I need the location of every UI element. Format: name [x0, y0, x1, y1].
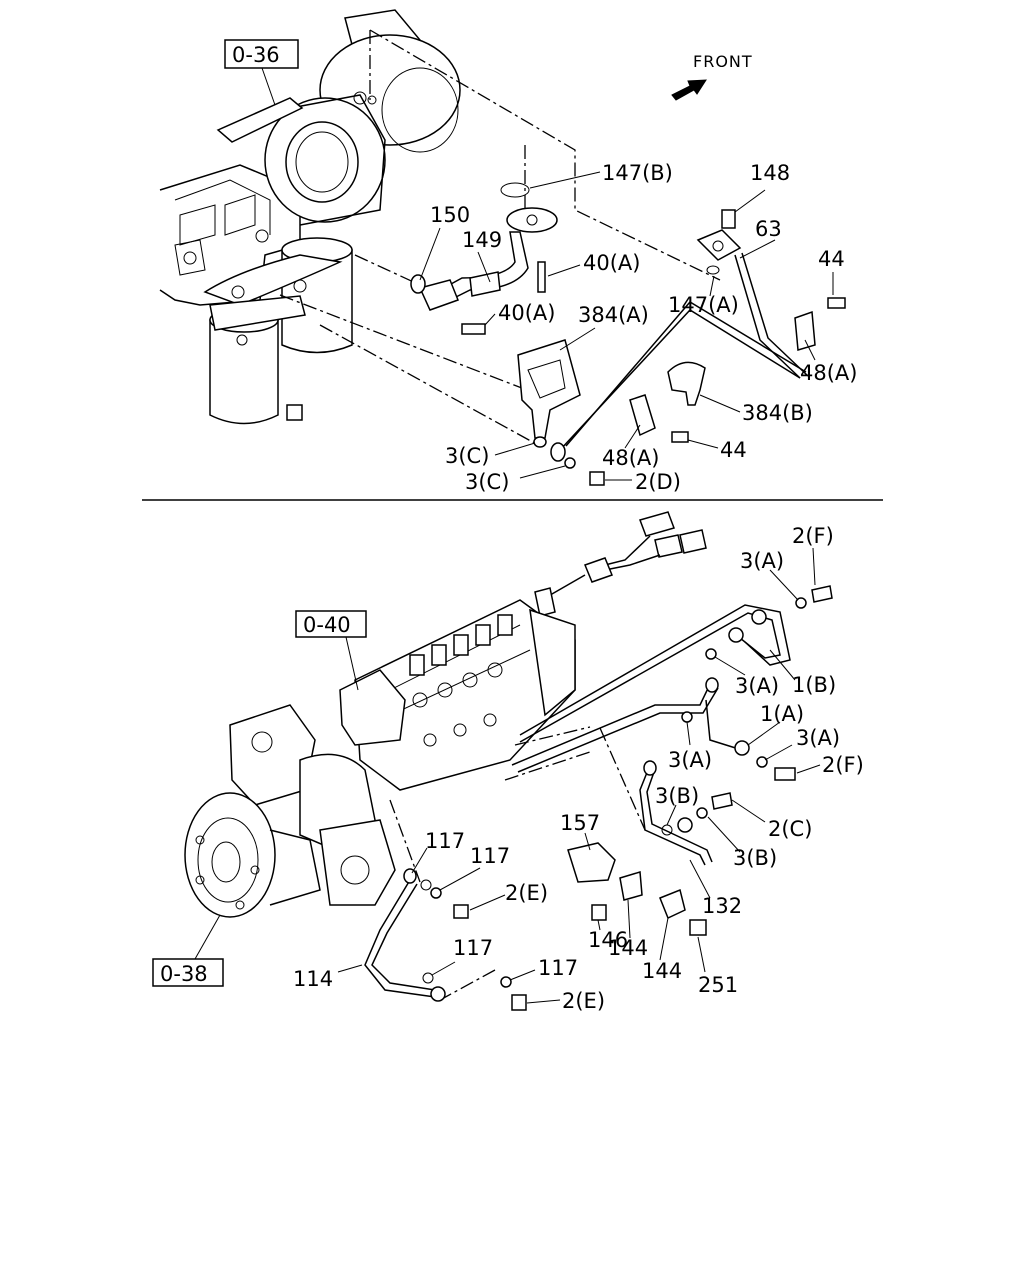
lower-assembly: 0-40 0-38 — [152, 511, 864, 1013]
callout-44-1: 44 — [818, 247, 845, 271]
ref-box-middle[interactable]: 0-40 — [295, 610, 367, 638]
callout-3c-2: 3(C) — [465, 470, 509, 494]
callout-2f-2: 2(F) — [822, 753, 864, 777]
bracket-384a-drawing — [517, 339, 581, 439]
ref-box-top[interactable]: 0-36 — [224, 39, 299, 69]
callout-251: 251 — [698, 973, 738, 997]
callout-40a-1: 40(A) — [583, 251, 640, 275]
callout-44-2: 44 — [720, 438, 747, 462]
pipe-63-drawing — [550, 209, 846, 462]
ref-box-middle-label: 0-40 — [303, 613, 351, 637]
callout-384a: 384(A) — [578, 303, 649, 327]
callout-114: 114 — [293, 967, 333, 991]
callout-2d: 2(D) — [635, 470, 681, 494]
lower-leader-lines — [337, 547, 821, 1004]
callout-3a-2: 3(A) — [735, 674, 779, 698]
bracket-384b-drawing — [667, 361, 706, 406]
callout-149: 149 — [462, 228, 502, 252]
callout-2c: 2(C) — [768, 817, 812, 841]
callout-384b: 384(B) — [742, 401, 813, 425]
injection-pump-drawing — [339, 599, 576, 791]
callout-117-3: 117 — [453, 936, 493, 960]
callout-48a-1: 48(A) — [800, 361, 857, 385]
callout-3a-4: 3(A) — [668, 748, 712, 772]
oil-pipe-149-drawing — [410, 182, 720, 335]
engine-block-drawing — [159, 164, 301, 306]
callout-3b-2: 3(B) — [733, 846, 777, 870]
front-label: FRONT — [693, 52, 753, 71]
callout-63: 63 — [755, 217, 782, 241]
pipe-132-drawing — [639, 760, 713, 866]
lower-callout-labels: 2(F) 3(A) 3(A) 1(B) 1(A) 3(A) 3(A) 2(F) … — [293, 524, 864, 1013]
pipe-1a-drawing — [511, 677, 750, 773]
callout-2f-1: 2(F) — [792, 524, 834, 548]
callout-150: 150 — [430, 203, 470, 227]
clamp-48a-drawing — [533, 394, 689, 486]
callout-3a-3: 3(A) — [796, 726, 840, 750]
callout-147b: 147(B) — [602, 161, 673, 185]
ref-box-bottom[interactable]: 0-38 — [152, 958, 224, 987]
callout-146: 146 — [588, 928, 628, 952]
callout-3a-1: 3(A) — [740, 549, 784, 573]
callout-1a: 1(A) — [760, 702, 804, 726]
callout-144-2: 144 — [642, 959, 682, 983]
callout-117-4: 117 — [538, 956, 578, 980]
pump-drive-drawing — [184, 704, 396, 918]
callout-132: 132 — [702, 894, 742, 918]
callout-1b: 1(B) — [792, 673, 836, 697]
callout-147a: 147(A) — [668, 293, 739, 317]
callout-144-1: 144 — [608, 936, 648, 960]
upper-callout-labels: 147(B) 148 150 149 63 40(A) 44 147(A) 40… — [430, 161, 857, 494]
lower-fasteners-drawing — [430, 585, 833, 1011]
callout-3c-1: 3(C) — [445, 444, 489, 468]
callout-3b-1: 3(B) — [655, 784, 699, 808]
ref-box-top-label: 0-36 — [232, 43, 280, 67]
front-arrow-icon — [671, 79, 707, 101]
callout-117-1: 117 — [425, 829, 465, 853]
wiring-harness-drawing — [534, 511, 707, 617]
callout-148: 148 — [750, 161, 790, 185]
callout-157: 157 — [560, 811, 600, 835]
oil-filter-drawing — [203, 237, 353, 425]
callout-117-2: 117 — [470, 844, 510, 868]
callout-48a-2: 48(A) — [602, 446, 659, 470]
callout-2e-2: 2(E) — [562, 989, 605, 1013]
ref-box-bottom-label: 0-38 — [160, 962, 208, 986]
upper-leader-lines — [419, 171, 834, 481]
callout-2e-1: 2(E) — [505, 881, 548, 905]
pipe-1b-drawing — [519, 604, 791, 743]
pump-element-row — [409, 614, 513, 747]
upper-assembly: 0-36 — [159, 9, 857, 494]
pipe-114-drawing — [364, 868, 446, 1002]
front-direction-indicator: FRONT — [671, 52, 753, 101]
callout-40a-2: 40(A) — [498, 301, 555, 325]
